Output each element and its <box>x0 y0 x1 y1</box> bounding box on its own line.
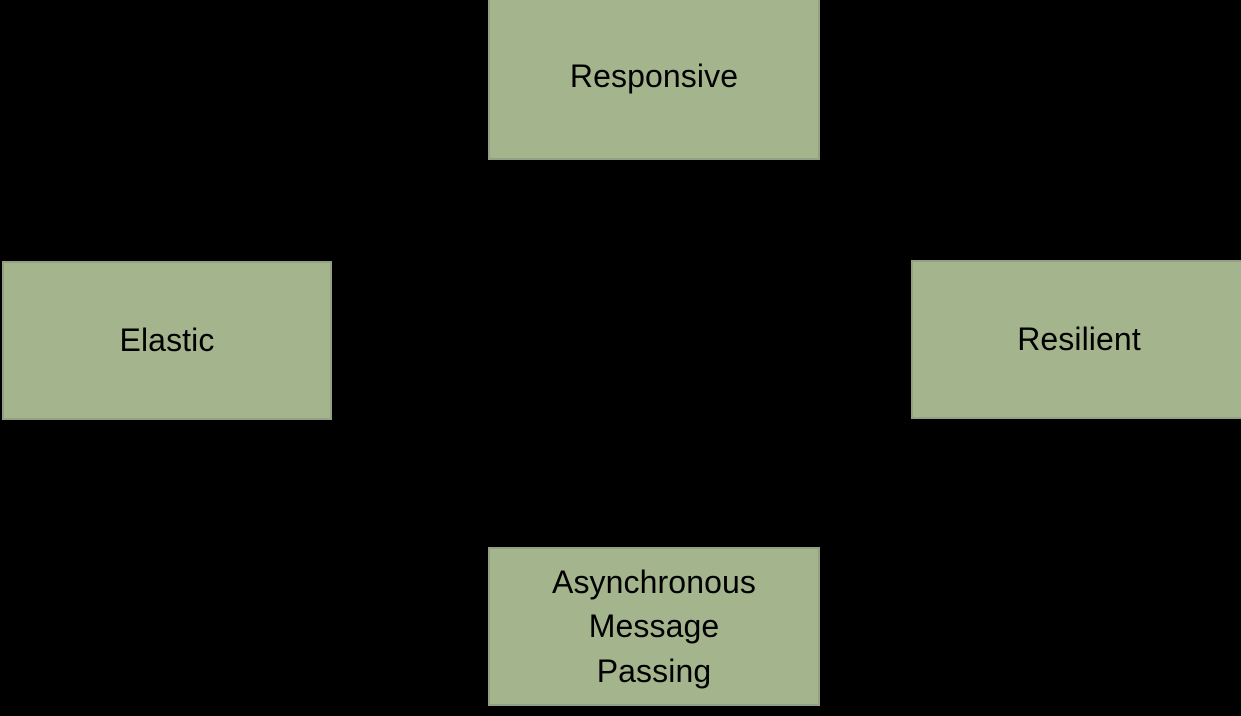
connector-elastic-vertical-upper <box>165 81 168 263</box>
connector-resilient-vertical-lower <box>1076 418 1079 628</box>
node-asynchronous-message-passing[interactable]: Asynchronous Message Passing <box>488 547 820 706</box>
connector-responsive-resilient <box>820 81 1078 84</box>
node-responsive-label: Responsive <box>569 57 739 94</box>
node-responsive[interactable]: Responsive <box>488 0 820 160</box>
connector-resilient-async <box>819 626 1078 629</box>
connector-resilient-vertical-upper <box>1076 81 1079 262</box>
node-resilient-label: Resilient <box>1017 321 1141 358</box>
node-elastic[interactable]: Elastic <box>2 261 332 420</box>
connector-elastic-vertical-lower <box>165 418 168 628</box>
node-elastic-label: Elastic <box>119 322 215 359</box>
node-resilient[interactable]: Resilient <box>911 260 1241 419</box>
connector-elastic-async <box>165 626 490 629</box>
node-asynchronous-message-passing-label: Asynchronous Message Passing <box>552 564 756 689</box>
connector-responsive-elastic <box>166 81 488 84</box>
